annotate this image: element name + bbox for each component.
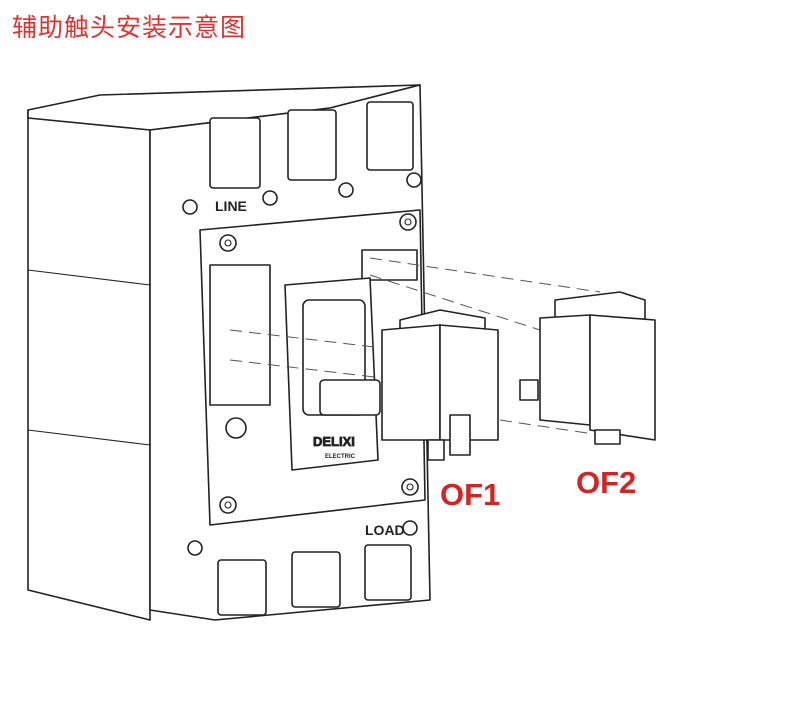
breaker-body bbox=[27, 84, 431, 621]
of2-auxiliary-contact bbox=[519, 291, 656, 445]
line-label: LINE bbox=[215, 198, 247, 214]
load-label: LOAD bbox=[365, 522, 405, 538]
of1-label: OF1 bbox=[440, 477, 500, 512]
installation-guide-lines bbox=[229, 257, 601, 436]
of2-label: OF2 bbox=[576, 465, 636, 500]
of1-auxiliary-contact bbox=[381, 309, 499, 461]
brand-logo: DELIXI bbox=[313, 434, 355, 449]
brand-subtitle: ELECTRIC bbox=[325, 454, 356, 460]
diagram-title: 辅助触头安装示意图 bbox=[12, 13, 247, 42]
